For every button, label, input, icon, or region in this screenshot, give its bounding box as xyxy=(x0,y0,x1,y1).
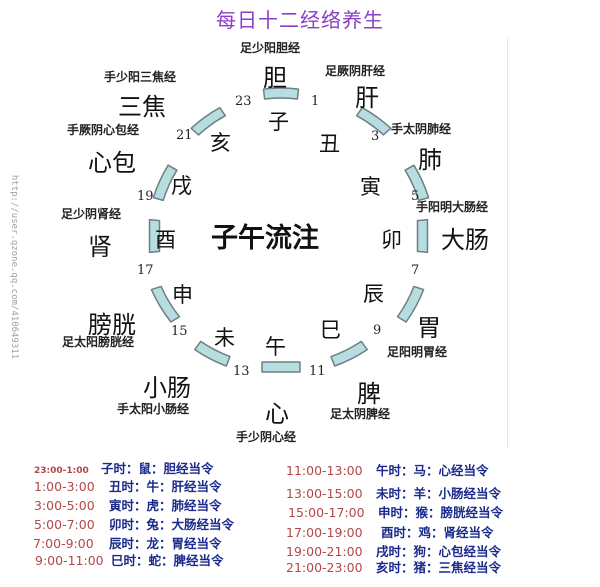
segment-wu xyxy=(261,361,301,373)
schedule-row: 3:00-5:00 寅时：虎：肺经当令 xyxy=(34,495,222,514)
branch-shen: 申 xyxy=(172,283,193,307)
organ-pericardium: 心包 xyxy=(88,149,136,177)
hour-mark: 17 xyxy=(137,263,154,278)
branch-you: 酉 xyxy=(155,228,176,252)
meridian-triple-burner: 手少阳三焦经 xyxy=(104,70,177,84)
schedule-desc: 亥时：猪：三焦经当令 xyxy=(376,560,502,575)
time-range: 17:00-19:00 xyxy=(286,525,363,540)
schedule-desc: 未时：羊：小肠经当令 xyxy=(376,486,502,501)
schedule-row: 13:00-15:00 未时：羊：小肠经当令 xyxy=(286,483,501,502)
time-range: 9:00-11:00 xyxy=(35,553,104,568)
branch-xu: 戌 xyxy=(171,174,192,198)
time-range: 7:00-9:00 xyxy=(33,536,94,551)
segment-yin xyxy=(404,164,430,202)
hour-mark: 9 xyxy=(373,323,382,338)
schedule-desc: 申时：猴：膀胱经当令 xyxy=(378,505,504,520)
meridian-stomach: 足阳明胃经 xyxy=(387,345,448,359)
branch-yin: 寅 xyxy=(360,175,381,199)
hour-mark: 19 xyxy=(137,189,154,204)
meridian-pericardium: 手厥阴心包经 xyxy=(67,123,140,137)
schedule-row: 15:00-17:00 申时：猴：膀胱经当令 xyxy=(288,502,503,521)
schedule-row: 1:00-3:00 丑时：牛：肝经当令 xyxy=(34,476,222,495)
time-range: 1:00-3:00 xyxy=(34,479,95,494)
segment-chen xyxy=(396,285,425,323)
hour-mark: 23 xyxy=(235,94,252,109)
time-range: 11:00-13:00 xyxy=(286,463,363,478)
meridian-lung: 手太阴肺经 xyxy=(391,122,452,136)
branch-si: 巳 xyxy=(320,318,341,342)
meridian-small-intestine: 手太阳小肠经 xyxy=(117,402,190,416)
schedule-desc: 戌时：狗：心包经当令 xyxy=(376,544,502,559)
time-range: 5:00-7:00 xyxy=(34,517,95,532)
organ-lung: 肺 xyxy=(418,146,442,174)
segment-zi xyxy=(262,87,300,100)
schedule-desc: 辰时：龙：胃经当令 xyxy=(109,536,222,551)
meridian-gallbladder: 足少阳胆经 xyxy=(240,41,301,55)
schedule-desc: 丑时：牛：肝经当令 xyxy=(109,479,222,494)
organ-small-intestine: 小肠 xyxy=(143,374,191,402)
time-range: 3:00-5:00 xyxy=(34,498,95,513)
schedule-row: 11:00-13:00 午时：马：心经当令 xyxy=(286,460,489,479)
schedule-desc: 卯时：兔：大肠经当令 xyxy=(109,517,235,532)
branch-chen: 辰 xyxy=(363,282,384,306)
time-range: 21:00-23:00 xyxy=(286,560,363,575)
hour-mark: 3 xyxy=(371,129,380,144)
hour-mark: 13 xyxy=(233,364,250,379)
hour-mark: 11 xyxy=(309,364,326,379)
branch-wei: 未 xyxy=(214,326,235,350)
meridian-liver: 足厥阴肝经 xyxy=(325,64,386,78)
schedule-desc: 酉时：鸡：肾经当令 xyxy=(381,525,494,540)
segment-mao xyxy=(416,218,429,254)
meridian-bladder: 足太阳膀胱经 xyxy=(62,335,135,349)
time-range: 15:00-17:00 xyxy=(288,505,365,520)
schedule-desc: 巳时：蛇：脾经当令 xyxy=(111,553,224,568)
organ-bladder: 膀胱 xyxy=(88,311,136,339)
branch-hai: 亥 xyxy=(210,131,231,155)
segment-hai xyxy=(190,106,227,136)
schedule-row: 7:00-9:00 辰时：龙：胃经当令 xyxy=(33,533,222,552)
page-title: 每日十二经络养生 xyxy=(216,8,384,32)
hour-mark: 1 xyxy=(311,94,320,109)
meridian-spleen: 足太阴脾经 xyxy=(330,407,391,421)
segment-wei xyxy=(194,340,231,367)
hour-mark: 5 xyxy=(411,189,420,204)
segment-si xyxy=(330,340,368,367)
schedule-desc: 午时：马：心经当令 xyxy=(376,463,489,478)
branch-chou: 丑 xyxy=(319,132,340,156)
meridian-kidney: 足少阴肾经 xyxy=(61,207,122,221)
schedule-row: 23:00-1:00 子时：鼠：胆经当令 xyxy=(34,458,214,477)
segment-shen xyxy=(150,285,181,323)
schedule-desc: 寅时：虎：肺经当令 xyxy=(109,498,222,513)
time-range: 19:00-21:00 xyxy=(286,544,363,559)
hour-mark: 21 xyxy=(176,128,193,143)
organ-gallbladder: 胆 xyxy=(263,64,287,92)
organ-kidney: 肾 xyxy=(88,233,112,261)
segment-you xyxy=(148,218,161,254)
center-label: 子午流注 xyxy=(211,223,319,254)
meridian-heart: 手少阴心经 xyxy=(236,430,297,444)
branch-mao: 卯 xyxy=(381,228,402,252)
schedule-row: 21:00-23:00 亥时：猪：三焦经当令 xyxy=(286,557,501,576)
organ-heart: 心 xyxy=(265,400,289,428)
hour-mark: 15 xyxy=(171,324,188,339)
organ-large-intestine: 大肠 xyxy=(441,226,489,254)
time-range: 13:00-15:00 xyxy=(286,486,363,501)
schedule-row: 5:00-7:00 卯时：兔：大肠经当令 xyxy=(34,514,234,533)
hour-mark: 7 xyxy=(411,263,420,278)
organ-spleen: 脾 xyxy=(357,380,381,408)
organ-triple-burner: 三焦 xyxy=(118,93,166,121)
schedule-row: 19:00-21:00 戌时：狗：心包经当令 xyxy=(286,541,501,560)
schedule-desc: 子时：鼠：胆经当令 xyxy=(101,461,214,476)
segment-xu xyxy=(152,164,178,202)
schedule-row: 9:00-11:00 巳时：蛇：脾经当令 xyxy=(35,550,224,569)
time-range: 23:00-1:00 xyxy=(34,466,89,476)
segment-chou xyxy=(355,106,392,136)
schedule-row: 17:00-19:00 酉时：鸡：肾经当令 xyxy=(286,522,494,541)
branch-wu: 午 xyxy=(265,335,286,359)
meridian-large-intestine: 手阳明大肠经 xyxy=(416,200,489,214)
organ-stomach: 胃 xyxy=(417,314,441,342)
organ-liver: 肝 xyxy=(355,84,379,112)
branch-zi: 子 xyxy=(268,110,289,134)
frame-divider xyxy=(507,38,508,448)
